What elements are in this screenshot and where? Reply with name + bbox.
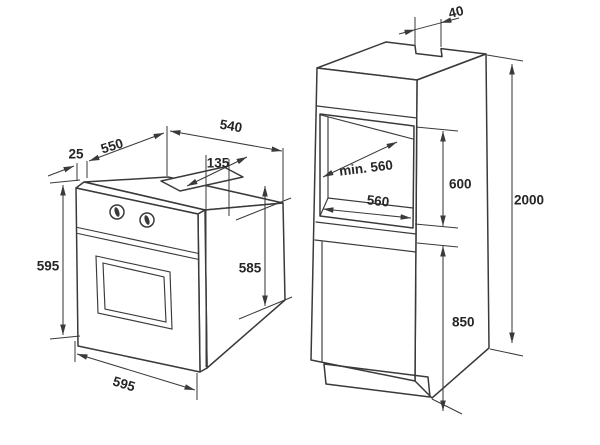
oven-front-face (75, 187, 201, 373)
cabinet-dim-40-left (398, 29, 416, 36)
oven-dim-135-label: 135 (207, 156, 230, 171)
cabinet-ext-850-bottom (431, 398, 463, 415)
cabinet-dim-min560-label: min. 560 (338, 157, 393, 178)
cabinet-side-face (414, 53, 490, 399)
oven-ext-595L-bottom (49, 335, 81, 340)
cabinet-niche-floor-left-edge (319, 197, 329, 217)
cabinet-ext-850-top (416, 242, 459, 248)
oven-ext-595L-top (49, 179, 81, 184)
oven-dim-540-line (169, 130, 283, 152)
oven-window-inner (102, 262, 167, 323)
cabinet-dim-560-label: 560 (366, 192, 390, 209)
oven-knob-left (109, 204, 125, 220)
cabinet-dim-560-line (322, 207, 412, 220)
cabinet-drawing: 40 min. 560 560 600 850 2000 (310, 3, 544, 415)
oven-dim-25-line (47, 165, 75, 177)
oven-dim-585-label: 585 (239, 261, 262, 276)
cabinet-niche-opening (319, 113, 415, 229)
oven-dim-540-label: 540 (219, 117, 244, 136)
cabinet-door-top-line (314, 239, 417, 253)
oven-door-top-line (77, 232, 200, 261)
oven-dim-25-label: 25 (68, 147, 84, 162)
cabinet-niche-bottom-line (315, 221, 417, 235)
oven-window-outer (95, 255, 173, 330)
oven-knob-left-slot (114, 207, 120, 217)
oven-knob-right (139, 212, 155, 228)
cabinet-ext-600-top (415, 126, 459, 132)
cabinet-niche-back-top-edge (320, 114, 414, 140)
cabinet-niche-floor-back-edge (327, 197, 414, 209)
cabinet-cornice-line (316, 105, 418, 119)
oven-dim-550-line (88, 132, 165, 162)
oven-control-panel-line (77, 226, 200, 255)
cabinet-plinth (323, 363, 431, 398)
cabinet-dim-40-mid (414, 22, 442, 31)
cabinet-ext-2000-bottom (489, 348, 524, 357)
cabinet-dim-40-label: 40 (447, 3, 465, 21)
cabinet-dim-min560-line (322, 141, 398, 178)
cabinet-ext-600-bottom (414, 223, 459, 229)
cabinet-dim-600-label: 600 (449, 177, 472, 192)
oven-dim-595-left-label: 595 (37, 259, 60, 274)
oven-dim-135-line (186, 156, 248, 187)
cabinet-dim-40-right (440, 17, 460, 24)
oven-drawing: 25 550 540 135 595 585 595 (37, 117, 293, 400)
oven-knob-right-slot (144, 215, 150, 225)
oven-dim-595-bottom-label: 595 (111, 374, 137, 395)
oven-ext-585-bottom (238, 296, 293, 320)
oven-dim-595B-line (76, 353, 196, 391)
cabinet-dim-850-label: 850 (452, 315, 475, 330)
oven-side-face (204, 202, 286, 369)
cabinet-ext-2000-top (486, 54, 524, 62)
oven-dim-550-label: 550 (99, 136, 125, 157)
cabinet-dim-2000-label: 2000 (514, 193, 544, 208)
